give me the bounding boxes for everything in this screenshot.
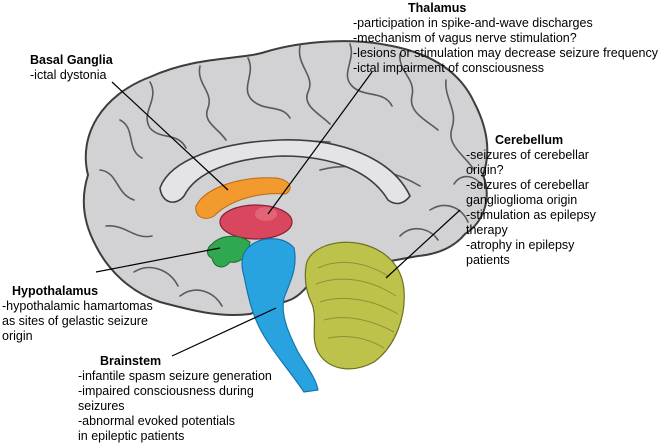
brainstem-note: -abnormal evoked potentials: [78, 414, 236, 428]
label-cerebellum: Cerebellum -seizures of cerebellar origi…: [466, 133, 596, 268]
cerebellum-folia: [315, 262, 399, 349]
hypothalamus-region: [207, 235, 251, 268]
cerebellum-title: Cerebellum: [495, 133, 564, 147]
thalamus-title: Thalamus: [408, 1, 467, 15]
thalamus-region: [219, 204, 293, 240]
leader-lines: [95, 71, 461, 357]
hypothalamus-note: -hypothalamic hamartomas: [2, 299, 153, 313]
cerebral-cortex: [82, 40, 489, 317]
brainstem-title: Brainstem: [100, 354, 162, 368]
hypothalamus-title: Hypothalamus: [12, 284, 99, 298]
label-hypothalamus: Hypothalamus -hypothalamic hamartomas as…: [2, 284, 153, 344]
cerebellum-region: [304, 241, 405, 370]
thalamus-highlight: [255, 207, 277, 221]
brain-illustration: [82, 40, 489, 393]
basal-ganglia-note: -ictal dystonia: [30, 68, 107, 82]
brainstem-region: [241, 238, 319, 393]
basal-ganglia-title: Basal Ganglia: [30, 53, 113, 67]
cerebellum-note: patients: [466, 253, 510, 267]
basal-ganglia-region: [195, 177, 291, 219]
cerebellum-note: -seizures of cerebellar: [466, 178, 589, 192]
brainstem-note: -impaired consciousness during: [78, 384, 254, 398]
leader-line-basal-ganglia: [111, 81, 229, 191]
leader-line-hypothalamus: [95, 247, 221, 273]
hypothalamus-note: as sites of gelastic seizure: [2, 314, 148, 328]
hypothalamus-note: origin: [2, 329, 33, 343]
cerebellum-note: origin?: [466, 163, 504, 177]
cerebellum-note: therapy: [466, 223, 508, 237]
cerebellum-note: ganglioglioma origin: [466, 193, 578, 207]
cerebellum-note: -atrophy in epilepsy: [466, 238, 575, 252]
thalamus-note: -participation in spike-and-wave dischar…: [353, 16, 593, 30]
label-brainstem: Brainstem -infantile spasm seizure gener…: [78, 354, 272, 444]
leader-line-thalamus: [267, 71, 373, 215]
brainstem-note: -infantile spasm seizure generation: [78, 369, 272, 383]
label-basal-ganglia: Basal Ganglia -ictal dystonia: [30, 53, 113, 83]
leader-line-brainstem: [171, 307, 277, 357]
cerebellum-note: -stimulation as epilepsy: [466, 208, 596, 222]
brainstem-note: seizures: [78, 399, 125, 413]
corpus-callosum: [159, 139, 411, 205]
cerebellum-note: -seizures of cerebellar: [466, 148, 589, 162]
thalamus-note: -lesions or stimulation may decrease sei…: [353, 46, 658, 60]
label-thalamus: Thalamus -participation in spike-and-wav…: [353, 1, 658, 76]
thalamus-note: -mechanism of vagus nerve stimulation?: [353, 31, 577, 45]
leader-line-cerebellum: [385, 209, 461, 279]
thalamus-note: -ictal impairment of consciousness: [353, 61, 545, 75]
brainstem-note: in epileptic patients: [78, 429, 185, 443]
